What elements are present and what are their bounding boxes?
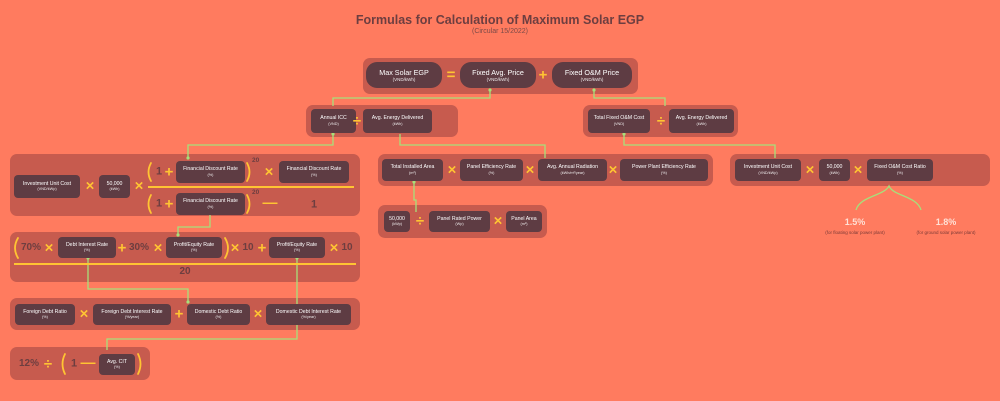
plus-operator: + <box>538 66 548 84</box>
multiply-operator-1: × <box>85 177 95 195</box>
page-subtitle: (Circular 15/2022) <box>471 28 529 35</box>
connector-debt-to-domestic <box>87 258 189 302</box>
multiply-operator-11: × <box>153 239 163 257</box>
number-one-c: 1 <box>310 198 318 211</box>
total-installed-area-box: Total Installed Area (m²) <box>382 159 443 181</box>
fraction-line-2 <box>14 263 356 265</box>
annual-icc-box: Annual ICC (VND) <box>311 109 356 133</box>
domestic-debt-interest-rate-box: Domestic Debt Interest Rate (%/year) <box>266 304 351 325</box>
number-twenty: 20 <box>179 266 191 277</box>
bracket-l2 <box>147 194 152 214</box>
connector-energy-to-area <box>399 134 546 158</box>
ratio-ground-value: 1.8% <box>935 217 957 227</box>
panel-area-box: Panel Area (m²) <box>506 211 542 232</box>
avg-cit-box: Avg. CIT (%) <box>99 354 135 375</box>
multiply-operator-5: × <box>525 161 535 179</box>
connector-area-to-panel <box>413 182 417 212</box>
multiply-operator-3: × <box>264 163 274 181</box>
avg-energy-delivered-box-2: Avg. Energy Delivered (kWh) <box>669 109 734 133</box>
number-twelve-percent: 12% <box>18 358 40 369</box>
profit-equity-rate-box-1: Profit/Equity Rate (%) <box>166 237 222 258</box>
number-ten-a: 10 <box>242 242 254 253</box>
investment-unit-cost-box-2: Investment Unit Cost (VND/kWp) <box>735 159 801 181</box>
panel-rated-power-box: Panel Rated Power (Wp) <box>429 211 490 232</box>
exponent-b: 20 <box>252 189 260 196</box>
financial-discount-rate-box-1: Financial Discount Rate (%) <box>176 161 245 183</box>
avg-annual-radiation-box: Avg. Annual Radiation (kWh/m²/year) <box>538 159 607 181</box>
foreign-debt-ratio-box: Foreign Debt Ratio (%) <box>15 304 75 325</box>
multiply-operator-8: × <box>853 161 863 179</box>
connector-price-to-icc <box>332 90 491 106</box>
financial-discount-rate-box-3: Financial Discount Rate (%) <box>176 193 245 215</box>
number-one-a: 1 <box>155 165 163 178</box>
panel-efficiency-rate-box: Panel Efficiency Rate (%) <box>460 159 523 181</box>
multiply-operator-2: × <box>134 177 144 195</box>
multiply-operator-7: × <box>805 161 815 179</box>
multiply-operator-14: × <box>79 305 89 323</box>
minus-operator-b: — <box>80 354 96 372</box>
bracket-l3 <box>14 237 19 259</box>
plus-operator-e: + <box>174 305 184 323</box>
connector-discount-to-rates <box>177 208 211 235</box>
connector-om-to-total <box>593 90 666 106</box>
multiply-operator-6: × <box>608 161 618 179</box>
page-title: Formulas for Calculation of Maximum Sola… <box>355 13 645 27</box>
fifty-thousand-box-2: 50,000 (kWh) <box>819 159 850 181</box>
multiply-operator-15: × <box>253 305 263 323</box>
financial-discount-rate-box-2: Financial Discount Rate (%) <box>279 161 349 183</box>
divide-operator-2: ÷ <box>656 112 666 130</box>
ratio-floating-note: (for floating solar power plant) <box>825 230 885 235</box>
ratio-floating-value: 1.5% <box>844 217 866 227</box>
connector-om-to-ratio <box>623 134 776 158</box>
plus-operator-b: + <box>164 195 174 213</box>
divide-operator-3: ÷ <box>415 212 425 230</box>
bracket-l4 <box>61 353 66 375</box>
number-seventy-percent: 70% <box>20 242 42 253</box>
number-one-b: 1 <box>155 197 163 210</box>
bracket-r2 <box>246 194 251 214</box>
bracket-r3 <box>224 237 229 259</box>
multiply-operator-9: × <box>493 212 503 230</box>
connector-icc-to-investment <box>187 134 334 158</box>
number-thirty-percent: 30% <box>128 242 150 253</box>
multiply-operator-4: × <box>447 161 457 179</box>
avg-energy-delivered-box-1: Avg. Energy Delivered (kWh) <box>363 109 432 133</box>
bracket-l1 <box>147 162 152 182</box>
fixed-avg-price-box: Fixed Avg. Price (VND/kWh) <box>460 62 536 88</box>
divide-operator-4: ÷ <box>43 355 53 373</box>
investment-unit-cost-box-1: Investment Unit Cost (VND/kWp) <box>14 175 80 198</box>
plus-operator-d: + <box>257 239 267 257</box>
fixed-om-cost-ratio-box: Fixed O&M Cost Ratio (%) <box>867 159 933 181</box>
fifty-thousand-box-1: 50,000 (kWh) <box>99 175 130 198</box>
multiply-operator-10: × <box>44 239 54 257</box>
number-ten-b: 10 <box>341 242 353 253</box>
plus-operator-a: + <box>164 163 174 181</box>
plus-operator-c: + <box>117 239 127 257</box>
bracket-r4 <box>137 353 142 375</box>
multiply-operator-13: × <box>329 239 339 257</box>
ratio-brace <box>855 184 922 211</box>
power-plant-efficiency-box: Power Plant Efficiency Rate (%) <box>620 159 708 181</box>
multiply-operator-12: × <box>230 239 240 257</box>
total-fixed-om-cost-box: Total Fixed O&M Cost (VND) <box>588 109 650 133</box>
bracket-r1 <box>246 162 251 182</box>
exponent-a: 20 <box>252 157 260 164</box>
fixed-om-price-box: Fixed O&M Price (VND/kWh) <box>552 62 632 88</box>
max-solar-egp-box: Max Solar EGP (VND/kWh) <box>366 62 442 88</box>
fraction-line-1 <box>148 186 354 188</box>
ratio-ground-note: (for ground solar power plant) <box>916 230 976 235</box>
equals-operator: = <box>446 66 456 84</box>
divide-operator-1: ÷ <box>352 112 362 130</box>
foreign-debt-interest-rate-box: Foreign Debt Interest Rate (%/year) <box>93 304 171 325</box>
number-one-d: 1 <box>70 357 78 370</box>
domestic-debt-ratio-box: Domestic Debt Ratio (%) <box>187 304 250 325</box>
connector-profit-to-cit <box>106 258 298 350</box>
fifty-thousand-box-3: 50,000 (kWp) <box>384 211 410 232</box>
debt-interest-rate-box: Debt Interest Rate (%) <box>58 237 116 258</box>
profit-equity-rate-box-2: Profit/Equity Rate (%) <box>269 237 325 258</box>
minus-operator-a: — <box>262 194 278 212</box>
